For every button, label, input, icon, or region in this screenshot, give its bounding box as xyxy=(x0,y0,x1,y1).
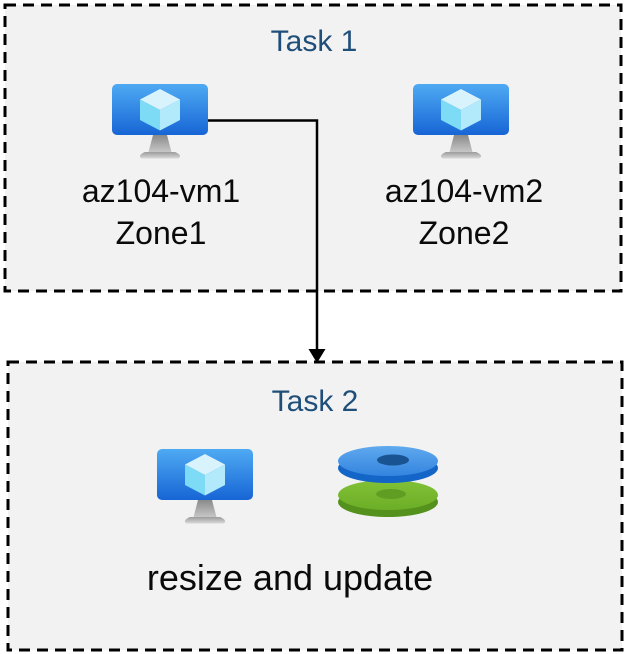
vm1-label: az104-vm1 Zone1 xyxy=(51,170,271,254)
vm2-label: az104-vm2 Zone2 xyxy=(354,170,574,254)
virtual-machine-icon xyxy=(157,449,253,528)
virtual-machine-icon xyxy=(112,84,208,163)
managed-disks-icon xyxy=(338,445,438,521)
task2-title: Task 2 xyxy=(271,385,359,418)
task2-box xyxy=(6,360,624,652)
vm2-zone: Zone2 xyxy=(418,215,510,251)
vm2-name: az104-vm2 xyxy=(384,173,544,209)
task1-title: Task 1 xyxy=(270,25,358,58)
vm1-zone: Zone1 xyxy=(115,215,207,251)
vm1-name: az104-vm1 xyxy=(81,173,241,209)
task2-caption: resize and update xyxy=(146,557,434,598)
virtual-machine-icon xyxy=(413,84,509,163)
